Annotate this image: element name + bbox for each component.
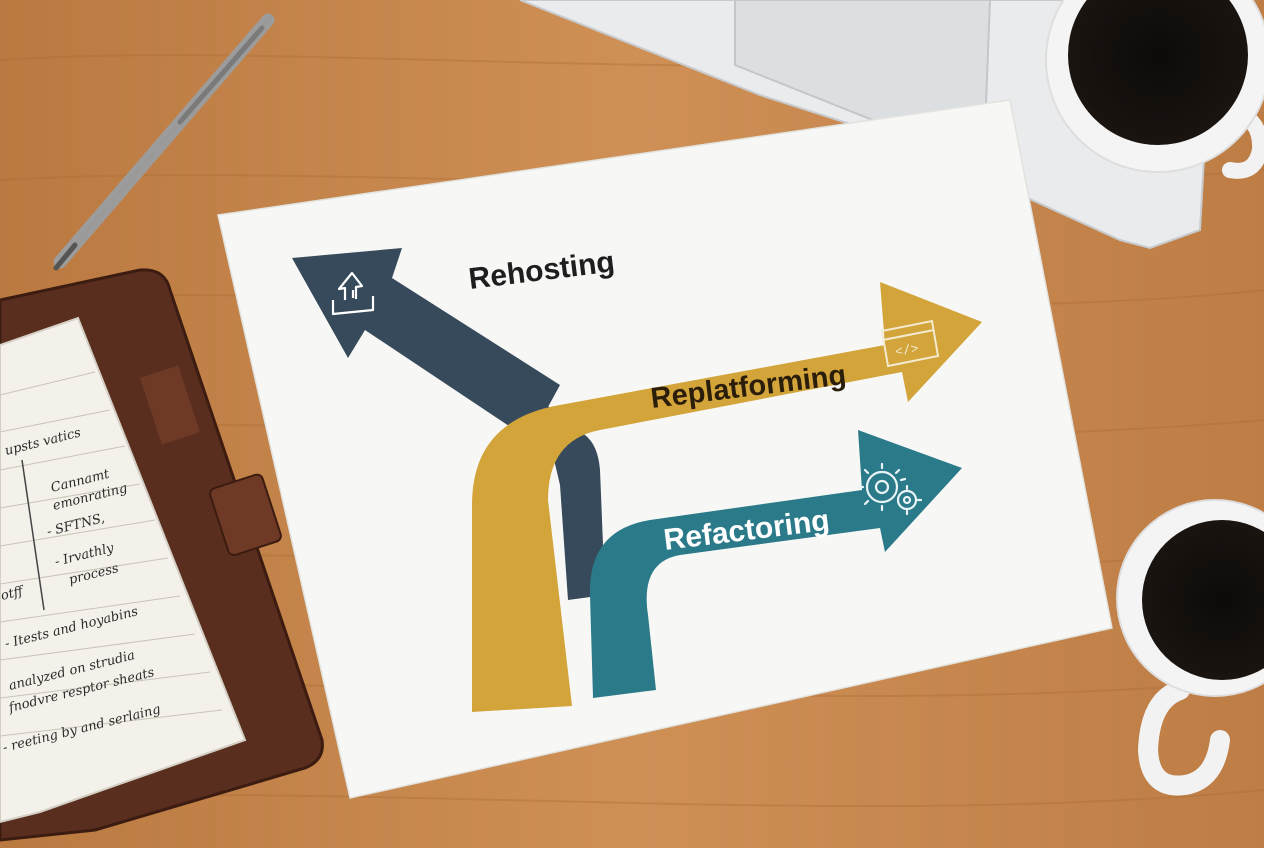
refactoring-arrow [589,430,962,698]
note-line: otff [0,583,27,604]
svg-text:</>: </> [894,341,920,360]
replatforming-arrow [472,282,982,712]
upload-box-icon [331,271,375,316]
coffee-cup-bottom [1116,499,1264,796]
notebook-strap [140,365,200,445]
code-window-icon: </> [880,319,940,368]
gears-icon [857,462,923,516]
notebook-divider [21,459,45,611]
notebook-clasp [209,473,282,557]
coffee-cup-top [1045,0,1264,179]
notebook-page [0,316,247,824]
paper-sheet [217,99,1113,799]
pen [53,13,275,271]
leather-notebook: upsts vatics Cannamt emonrating - SFTNS,… [0,268,324,842]
notebook-rules [0,371,223,737]
